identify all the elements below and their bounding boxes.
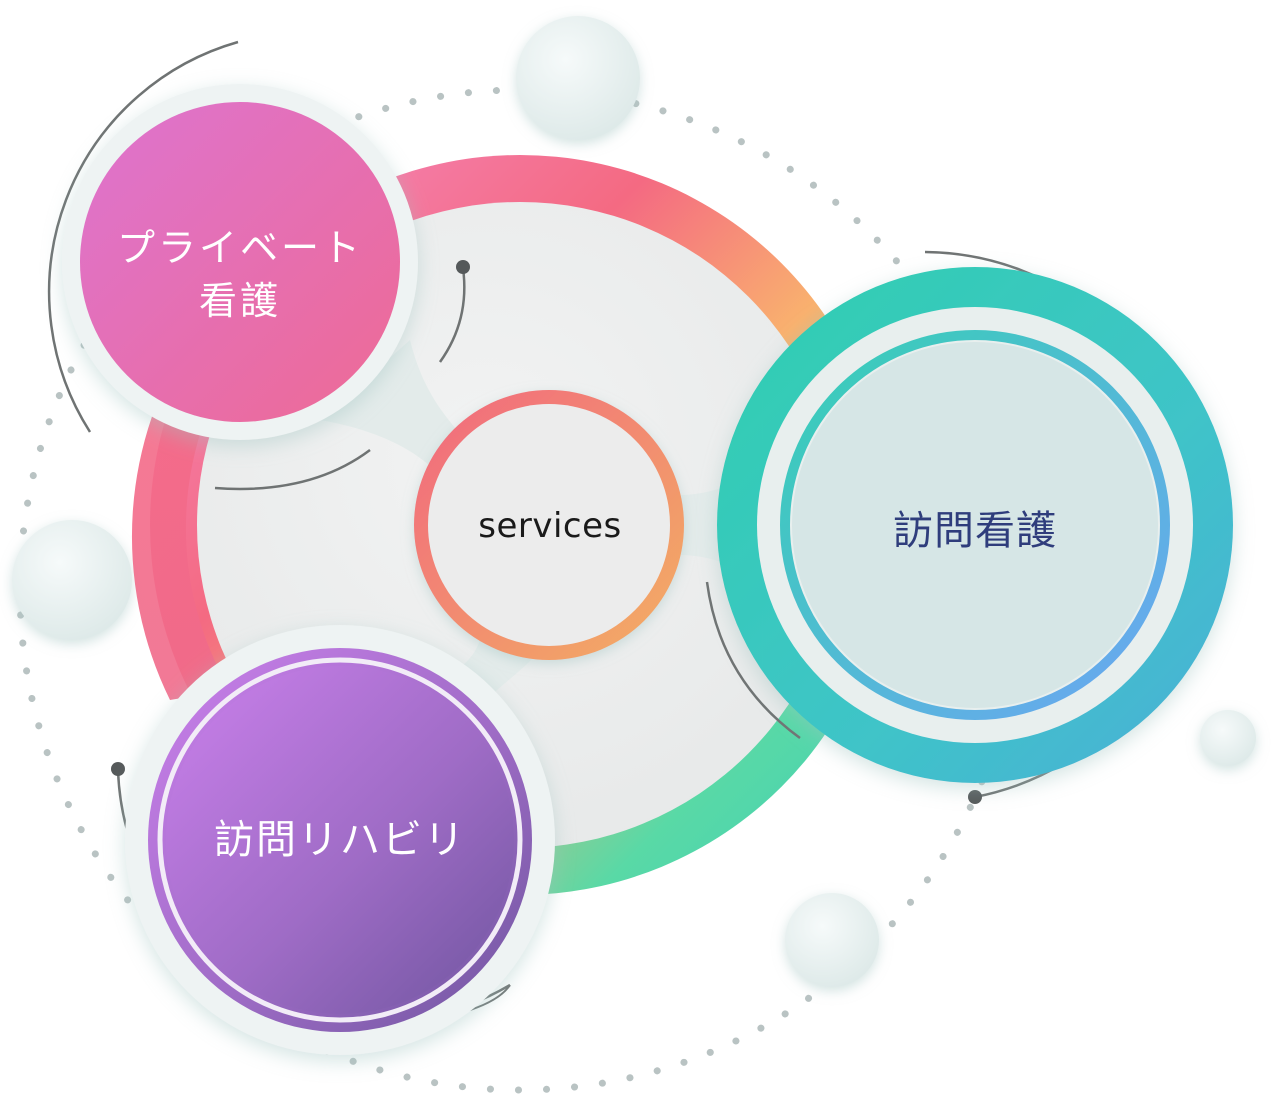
- arc-rehab-inner: [469, 984, 511, 1011]
- center-circle[interactable]: [428, 404, 670, 646]
- main-ring-left-segment: [131, 330, 240, 700]
- visiting-nursing-circle[interactable]: [792, 342, 1158, 708]
- bubble-top: [516, 16, 640, 140]
- arc-top-left: [47, 40, 239, 433]
- arc-center-right: [705, 581, 801, 740]
- visiting-rehab-circle[interactable]: [166, 666, 514, 1014]
- arc-private-bottom: [214, 448, 371, 491]
- bubble-bottom: [785, 893, 879, 987]
- arc-private-right: [438, 267, 466, 363]
- dot-private-right: [456, 260, 470, 274]
- bubble-left: [12, 520, 132, 640]
- dot-right-outer: [968, 790, 982, 804]
- visiting-rehab-white-ring: [157, 657, 523, 1023]
- visiting-nursing-inner-ring: [780, 330, 1170, 720]
- private-nursing-circle[interactable]: [80, 102, 400, 422]
- dot-rehab-outer: [111, 762, 125, 776]
- bubble-right: [1200, 710, 1256, 766]
